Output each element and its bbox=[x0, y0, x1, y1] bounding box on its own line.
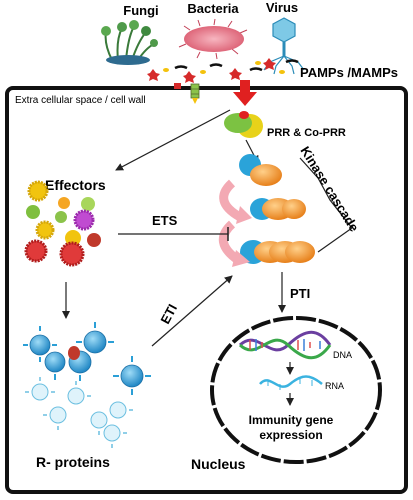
pamps-label: PAMPs /MAMPs bbox=[300, 65, 398, 80]
ets-label: ETS bbox=[152, 213, 178, 228]
kinase-1 bbox=[239, 154, 282, 186]
dna-helix-icon bbox=[238, 330, 332, 360]
kinase-2 bbox=[250, 198, 306, 220]
effector-icon bbox=[24, 180, 101, 267]
immunity-label-line2: expression bbox=[259, 428, 322, 442]
nucleus-membrane bbox=[210, 316, 382, 464]
eti-label: ETI bbox=[157, 302, 180, 327]
immunity-label-line1: Immunity gene bbox=[249, 413, 334, 427]
extracellular-label: Extra cellular space / cell wall bbox=[15, 95, 146, 106]
virus-label: Virus bbox=[266, 0, 298, 15]
dna-label: DNA bbox=[333, 350, 352, 360]
bacteria-label: Bacteria bbox=[187, 1, 239, 16]
nucleus-label: Nucleus bbox=[191, 456, 246, 472]
effectors-label: Effectors bbox=[45, 177, 106, 193]
kinase-3 bbox=[240, 240, 315, 264]
bacteria-icon bbox=[178, 18, 248, 60]
kinase-cascade-label: Kinase cascade bbox=[297, 144, 361, 235]
kinase-bracket bbox=[299, 157, 353, 253]
fungi-label: Fungi bbox=[123, 3, 158, 18]
membrane-receptor-icon bbox=[174, 83, 200, 104]
cascade-curved-arrows bbox=[218, 179, 252, 267]
r-protein-icon bbox=[23, 322, 151, 448]
rna-strand-icon bbox=[259, 375, 323, 390]
r-proteins-label: R- proteins bbox=[36, 454, 110, 470]
rna-label: RNA bbox=[325, 381, 344, 391]
eti-arrow bbox=[151, 275, 233, 347]
fungi-icon bbox=[101, 20, 158, 65]
prr-label: PRR & Co-PRR bbox=[267, 127, 346, 139]
cell-boundary bbox=[5, 86, 408, 494]
pamp-molecule-icon bbox=[147, 58, 299, 83]
signal-arrow bbox=[233, 80, 257, 106]
prr-receptor-icon bbox=[224, 111, 263, 138]
pti-label: PTI bbox=[290, 286, 310, 301]
prr-to-effectors-arrow bbox=[115, 109, 231, 171]
